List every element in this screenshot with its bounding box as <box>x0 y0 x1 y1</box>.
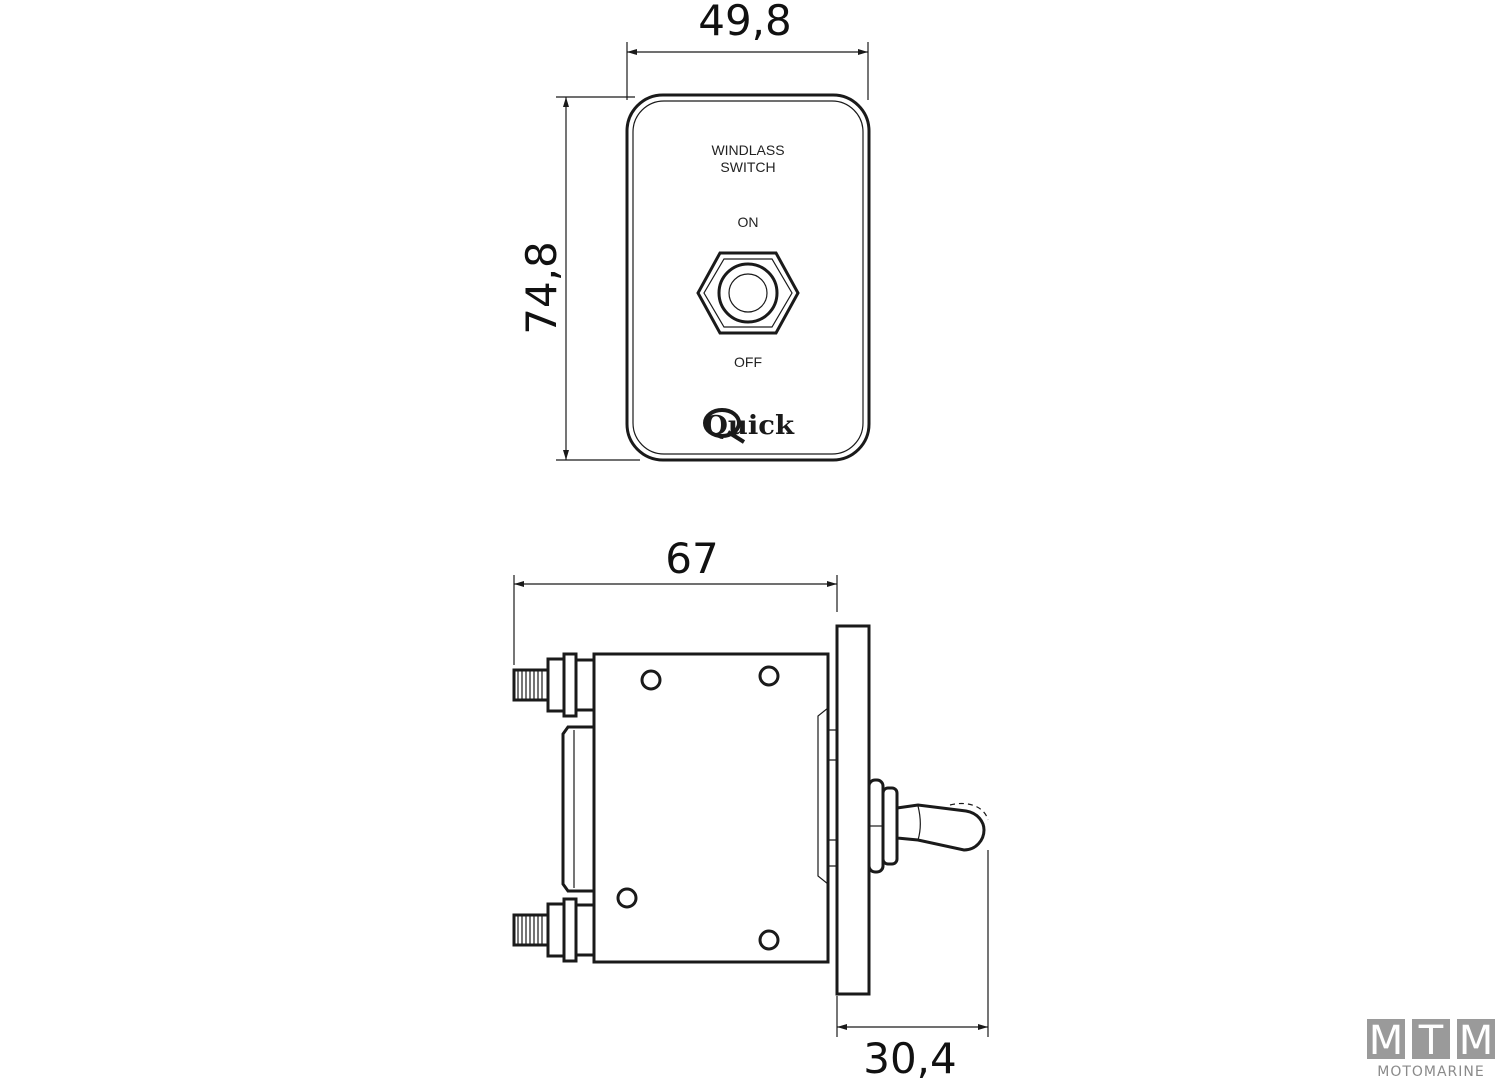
switch-plate <box>625 93 871 462</box>
switch-body <box>592 652 830 964</box>
brand-label: Quick <box>704 411 795 441</box>
rivet <box>640 669 662 691</box>
rivet <box>758 665 780 687</box>
watermark-letter-3: M <box>1459 1018 1494 1064</box>
side-depth-dimension: 67 <box>513 534 838 665</box>
side-view: 67 30,4 <box>512 534 989 1080</box>
quick-logo: Quick <box>703 408 795 444</box>
toggle-projection-label: 30,4 <box>863 1034 957 1080</box>
toggle-bushing <box>867 778 899 874</box>
plate-side <box>835 624 871 996</box>
toggle-projection-dimension: 30,4 <box>836 850 989 1080</box>
plate-title-line1: WINDLASS <box>711 142 784 158</box>
off-label: OFF <box>734 354 762 370</box>
front-view: 49,8 74,8 WINDLASS SWITCH ON OFF Quick <box>517 0 871 462</box>
plate-title-line2: SWITCH <box>720 159 775 175</box>
motomarine-watermark: M T M MOTOMARINE <box>1367 1018 1495 1080</box>
rivet <box>616 887 638 909</box>
terminal-stud-lower <box>512 897 596 963</box>
side-depth-label: 67 <box>665 534 718 583</box>
on-label: ON <box>738 214 759 230</box>
watermark-letter-2: T <box>1418 1018 1444 1064</box>
front-height-label: 74,8 <box>517 241 566 335</box>
watermark-subtitle: MOTOMARINE <box>1377 1064 1485 1080</box>
rivet <box>758 929 780 951</box>
terminal-stud-upper <box>512 652 596 718</box>
rear-block <box>561 725 594 893</box>
toggle-nut-front <box>696 251 800 335</box>
front-height-dimension: 74,8 <box>517 96 640 461</box>
watermark-letter-1: M <box>1369 1018 1404 1064</box>
toggle-lever[interactable] <box>895 803 986 852</box>
front-width-label: 49,8 <box>698 0 792 45</box>
front-width-dimension: 49,8 <box>626 0 869 100</box>
